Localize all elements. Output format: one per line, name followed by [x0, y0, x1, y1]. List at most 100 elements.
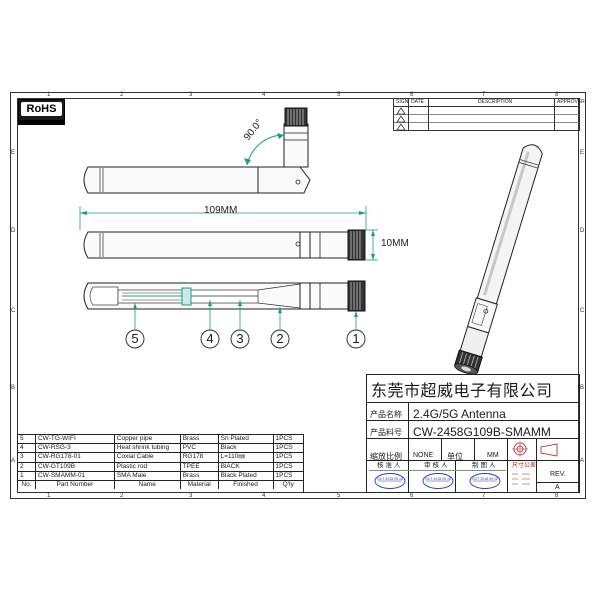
scale-label: 缩放比例 [370, 452, 402, 461]
row-letter-right: C [580, 308, 585, 314]
rev-label: REV. [550, 471, 566, 478]
bom-cell-qty: 1PCS [272, 471, 303, 481]
length-dimension-label: 109MM [204, 205, 238, 216]
bom-cell-finished: Black Plated [217, 471, 274, 481]
col-number-bottom: 5 [337, 493, 341, 499]
straight-antenna-view [79, 206, 378, 261]
bom-cell-material: Brass [179, 471, 219, 481]
height-dimension-label: 10MM [381, 238, 409, 249]
col-number-bottom: 4 [262, 493, 266, 499]
bom-cell-part: CW-RSG-3 [34, 443, 115, 453]
unit-label: 单位 [447, 452, 463, 461]
col-number-bottom: 7 [482, 493, 486, 499]
unit-value: MM [487, 452, 499, 459]
bom-cell-part: CW-TG-WIFI [34, 435, 115, 444]
col-number-bottom: 1 [47, 493, 51, 499]
bom-cell-no: 2 [17, 462, 36, 472]
callout-4: 4 [206, 331, 214, 346]
bom-header-no: No. [17, 480, 36, 490]
review-stamp-icon: OCT 2018 09 18 [422, 473, 454, 489]
row-letter-left: A [11, 458, 16, 464]
bom-cell-name: Plastic rod [113, 462, 181, 472]
projection-symbol-icon [512, 441, 528, 457]
stamp-text: OCT 2018 09 18 [472, 477, 498, 481]
col-number-bottom: 8 [555, 493, 559, 499]
title-block: 东莞市超威电子有限公司 产品名称 2.4G/5G Antenna 产品料号 CW… [366, 374, 580, 493]
bom-cell-finished: Black [217, 443, 274, 453]
bom-cell-material: PVC [179, 443, 219, 453]
row-letter-left: C [11, 308, 16, 314]
revision-table: SIGN DATE DESCRIPTION APPROVER [393, 98, 585, 131]
reviewer-draw-label: 制图人 [472, 462, 498, 469]
drawing-inner-frame [17, 98, 579, 493]
col-number-top: 7 [482, 92, 486, 98]
company-name: 东莞市超威电子有限公司 [371, 381, 553, 400]
bom-cell-part: CW-RG178-01 [34, 452, 115, 463]
revision-header-description: DESCRIPTION [478, 99, 513, 105]
col-number-top: 4 [262, 92, 266, 98]
drawn-stamp-icon: OCT 2018 09 18 [469, 473, 501, 489]
approval-stamp-icon: OCT 2018 09 18 [374, 473, 406, 489]
revision-triangle-icons [396, 107, 406, 131]
bom-header-material: Material [179, 480, 219, 490]
section-antenna-view [83, 280, 366, 349]
col-number-top: 5 [337, 92, 341, 98]
scale-value: NONE [413, 452, 434, 459]
bom-header-part: Part Number [34, 480, 115, 490]
tolerance-label: 尺寸公差 [512, 463, 537, 469]
col-number-top: 8 [555, 92, 559, 98]
bom-header-name: Name [113, 480, 181, 490]
bom-cell-qty: 1PCS [272, 452, 303, 463]
stamp-text: OCT 2018 09 18 [425, 477, 451, 481]
col-number-top: 2 [120, 92, 124, 98]
row-letter-right: E [580, 150, 585, 156]
callout-5: 5 [131, 331, 139, 346]
tolerance-table-icon [512, 473, 530, 485]
row-letter-left: D [11, 228, 16, 234]
row-letter-right: B [580, 385, 585, 391]
folded-antenna-view [83, 107, 311, 194]
callout-3: 3 [236, 331, 244, 346]
bom-cell-qty: 1PCS [272, 462, 303, 472]
revision-header-sign: SIGN [396, 99, 409, 105]
bom-cell-name: Heat shrink tubing [113, 443, 181, 453]
rohs-logo: RoHS [18, 99, 65, 125]
reviewer-approve-label: 核准人 [377, 462, 403, 469]
bom-cell-part: CW-SMAMM-01 [34, 471, 115, 481]
callout-1: 1 [352, 331, 360, 346]
bom-cell-finished: Sn Plated [217, 435, 274, 444]
perspective-antenna-view [453, 144, 543, 375]
rohs-logo-text: RoHS [26, 103, 57, 115]
bom-cell-material: RG178 [179, 452, 219, 463]
col-number-bottom: 2 [120, 493, 124, 499]
bom-cell-finished: BlACK [217, 462, 274, 472]
revision-header-date: DATE [411, 99, 424, 105]
callout-2: 2 [276, 331, 284, 346]
bom-cell-no: 5 [17, 435, 36, 444]
part-no-label: 产品料号 [370, 428, 402, 437]
bom-cell-name: Copper pipe [113, 435, 181, 444]
col-number-top: 6 [410, 92, 414, 98]
bom-header-qty: Q'ty [272, 480, 303, 490]
col-number-bottom: 3 [189, 493, 193, 499]
bom-cell-part: CW-GT109B [34, 462, 115, 472]
part-no-value: CW-2458G109B-SMAMM [413, 425, 551, 439]
row-letter-left: B [11, 385, 16, 391]
product-name-value: 2.4G/5G Antenna [413, 407, 506, 421]
row-letter-left: E [11, 150, 16, 156]
stamp-text: OCT 2018 09 18 [377, 477, 403, 481]
bom-cell-material: TPEE [179, 462, 219, 472]
product-name-label: 产品名称 [370, 410, 402, 419]
bom-cell-qty: 1PCS [272, 443, 303, 453]
rohs-logo-inner: RoHS [21, 102, 62, 116]
col-number-top: 3 [189, 92, 193, 98]
bom-header-finished: Finished [217, 480, 274, 490]
